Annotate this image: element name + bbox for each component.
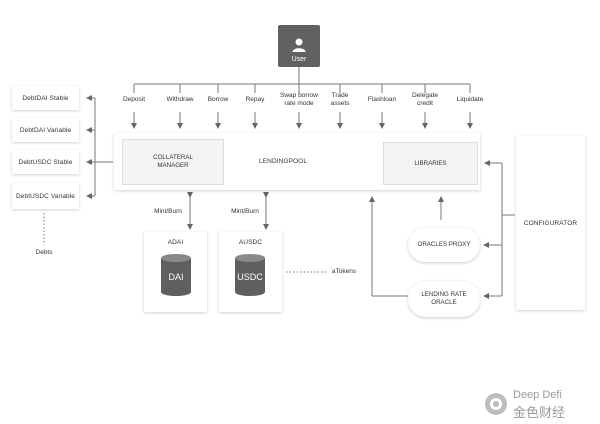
watermark-line2: 金色财经 [513,405,566,420]
ausdc-box: AUSDC USDC [219,232,282,312]
usdc-cylinder-icon: USDC [235,254,265,296]
ausdc-label: AUSDC [238,239,263,246]
libraries-box: LIBRARIES [383,142,478,185]
watermark-line1: Deep Defi [513,389,562,401]
debt-usdc-stable: DebtUSDC Stable [12,150,79,174]
action-deposit: Deposit [122,96,146,103]
dai-cylinder-label: DAI [168,272,183,282]
lending-rate-oracle: LENDING RATE ORACLE [408,281,480,317]
debt-dai-stable: DebtDAI Stable [12,86,79,110]
watermark-logo-icon [485,393,507,415]
debt-usdc-variable: DebtUSDC Variable [12,183,79,209]
oracles-proxy: ORACLES PROXY [408,228,480,262]
action-borrow: Borrow [207,96,229,103]
adai-box: ADAI DAI [144,232,207,312]
debts-label: Debts [35,249,53,256]
action-repay: Repay [245,96,265,103]
mintburn-left-label: Mint/Burn [154,208,182,215]
watermark: Deep Defi 金色财经 [484,389,596,420]
action-withdraw: Withdraw [166,96,194,103]
adai-label: ADAI [167,239,184,246]
action-liquidate: Liquidate [456,96,484,103]
user-label: User [291,56,307,63]
configurator-box: CONFIGURATOR [516,136,585,310]
action-swap-borrow-rate-mode: Swap borrow rate mode [280,92,318,107]
debt-dai-variable: DebtDAI Variable [12,118,79,142]
user-icon [292,38,306,52]
usdc-cylinder-label: USDC [237,272,263,282]
collateral-manager-box: COLLATERAL MANAGER [122,139,224,185]
action-flashloan: Flashloan [367,96,397,103]
atokens-label: aTokens [331,268,357,275]
dai-cylinder-icon: DAI [161,254,191,296]
action-trade-assets: Trade assets [330,92,350,107]
user-box: User [278,25,320,67]
lendingpool-title: LENDINGPOOL [259,158,308,165]
action-delegate-credit: Delegate credit [411,92,439,107]
mintburn-right-label: Mint/Burn [231,208,259,215]
